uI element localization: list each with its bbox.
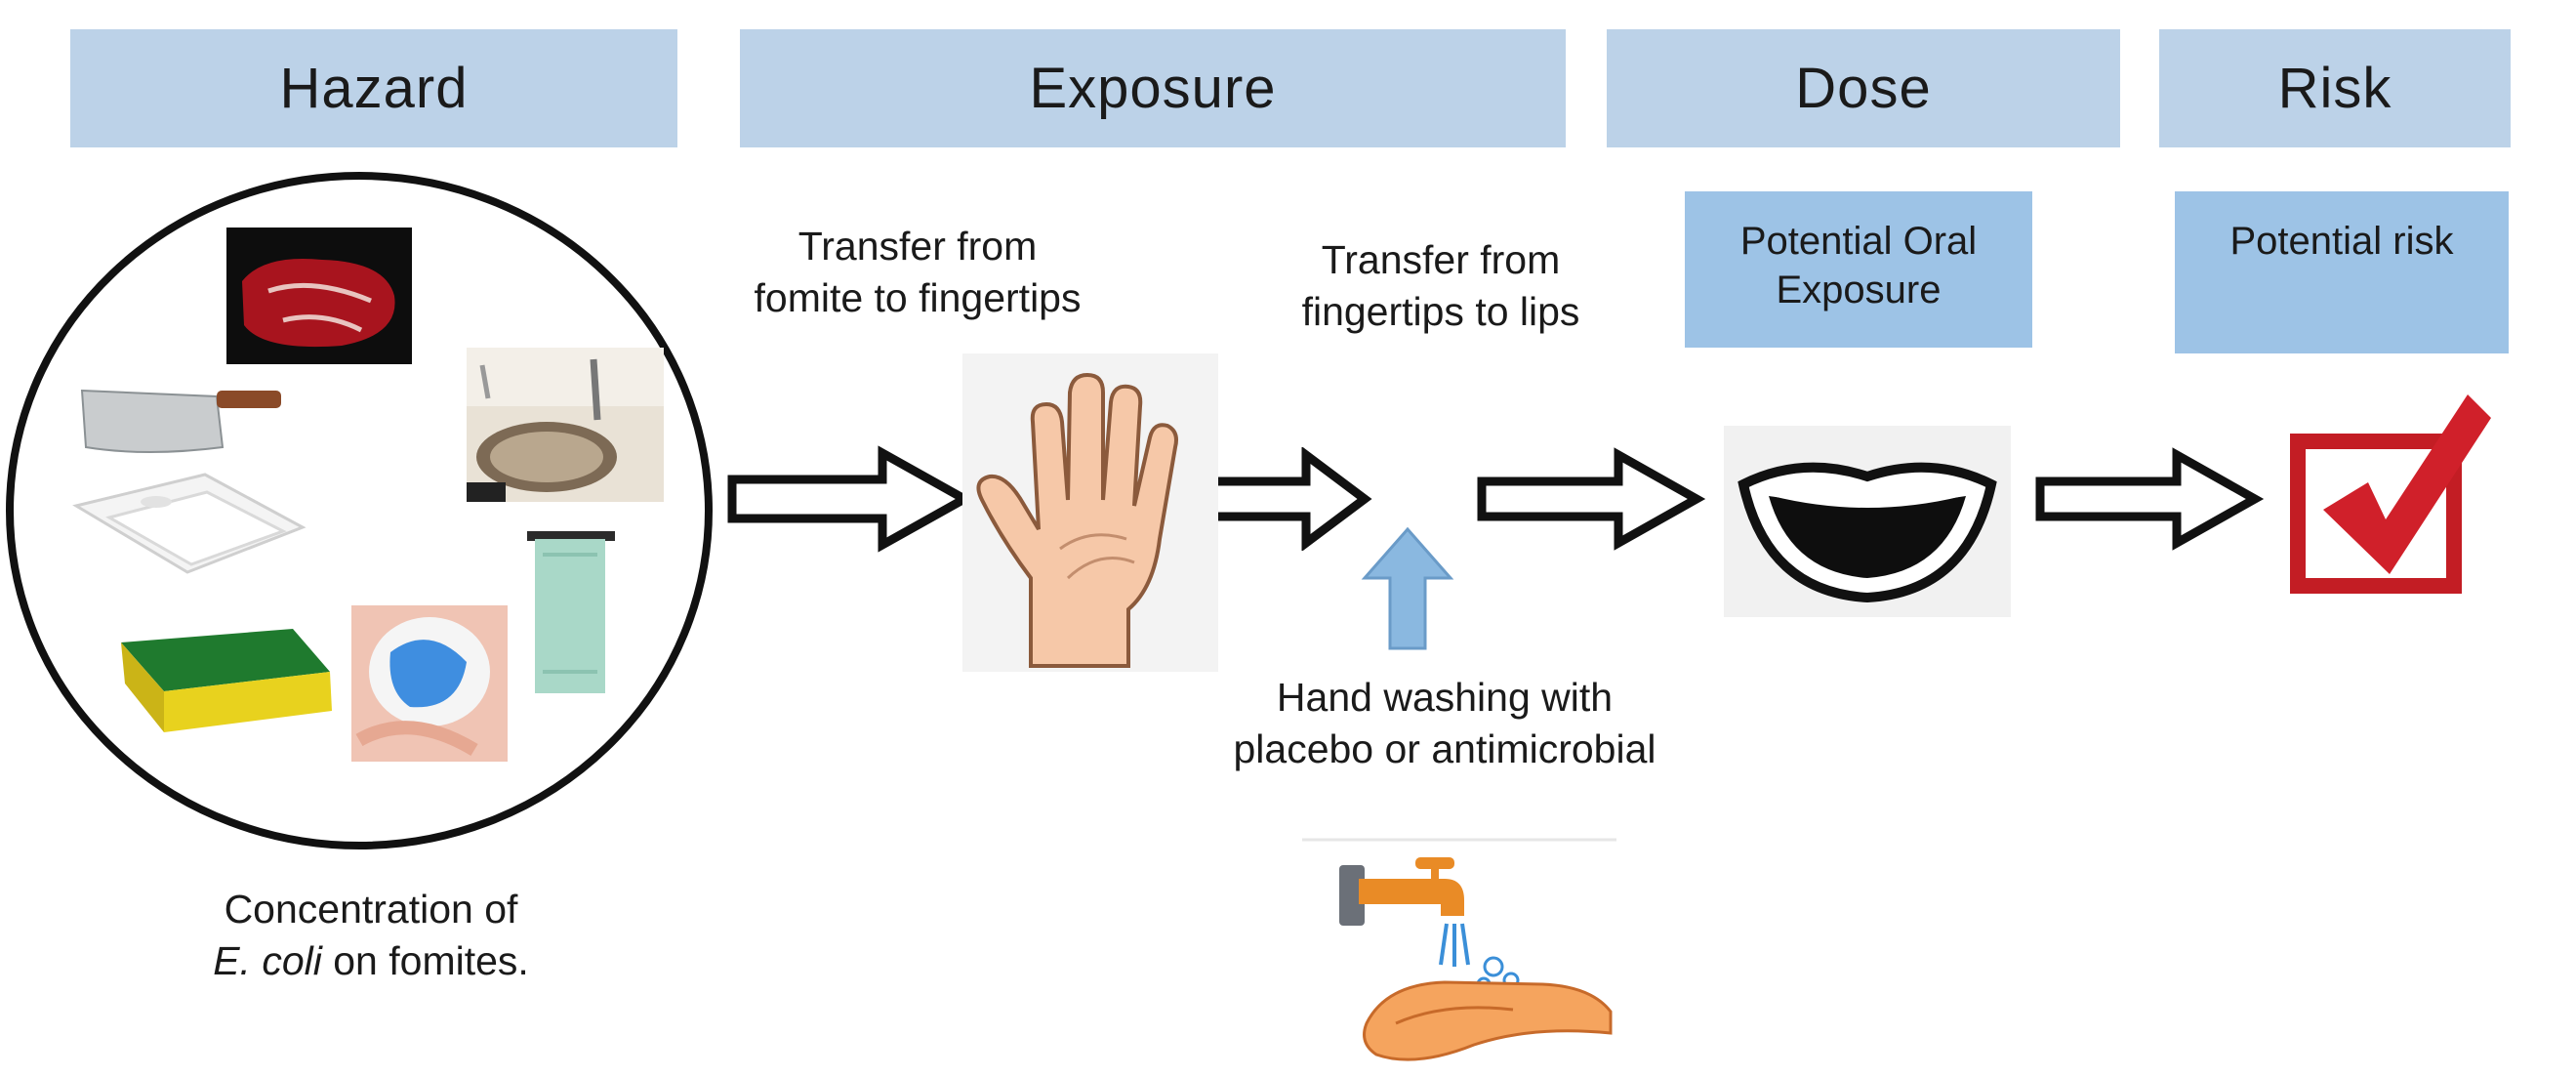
stage-header-dose: Dose [1607, 29, 2120, 147]
meat-icon [226, 228, 412, 364]
mouth-icon [1724, 426, 2011, 617]
flow-arrow-hand-to-intervention [1200, 447, 1372, 551]
up-arrow-icon [1361, 526, 1454, 650]
caption-line: Concentration of [224, 887, 518, 932]
caption-line: placebo or antimicrobial [1233, 726, 1656, 772]
sponge-icon [121, 629, 332, 732]
risk-box-label: Potential risk [2229, 220, 2454, 263]
flow-arrow-mouth-to-risk [2035, 447, 2265, 551]
species-name: E. coli [213, 938, 322, 984]
flow-arrow-hazard-to-hand [727, 445, 974, 553]
caption-hand-washing: Hand washing with placebo or antimicrobi… [1142, 672, 1747, 776]
sink-icon [467, 348, 664, 502]
towel-icon [527, 531, 615, 693]
flow-arrow-intervention-to-mouth [1477, 447, 1706, 551]
dish-cloth-icon [351, 605, 508, 762]
hand-icon [962, 353, 1218, 672]
caption-line: Transfer from [1321, 237, 1561, 282]
caption-hazard-concentration: Concentration of E. coli on fomites. [156, 884, 586, 988]
caption-line: fomite to fingertips [754, 275, 1082, 321]
stage-label: Exposure [1029, 57, 1277, 120]
caption-line: fingertips to lips [1301, 289, 1580, 335]
dose-box-line1: Potential Oral [1739, 220, 1978, 263]
caption-line-rest: on fomites. [321, 938, 529, 984]
stage-header-risk: Risk [2159, 29, 2511, 147]
stage-label: Risk [2277, 57, 2392, 120]
checkbox-check-icon [2290, 394, 2491, 594]
stage-label: Dose [1795, 57, 1932, 120]
fomite-circle [6, 172, 713, 849]
caption-line: Hand washing with [1276, 675, 1614, 720]
faucet-hand-washing-icon [1302, 838, 1616, 1061]
dose-box-potential-oral-exposure: Potential Oral Exposure [1685, 191, 2032, 348]
risk-box-potential-risk: Potential risk [2175, 191, 2509, 353]
caption-transfer-fingertips-to-lips: Transfer from fingertips to lips [1236, 234, 1646, 339]
stage-header-hazard: Hazard [70, 29, 677, 147]
cleaver-icon [80, 389, 281, 453]
caption-line: Transfer from [797, 224, 1038, 269]
dose-box-line2: Exposure [1776, 269, 1942, 311]
stage-label: Hazard [279, 57, 469, 120]
stage-header-exposure: Exposure [740, 29, 1566, 147]
caption-line: E. coli on fomites. [156, 935, 586, 987]
cutting-board-icon [72, 473, 307, 574]
caption-transfer-fomite-to-fingertips: Transfer from fomite to fingertips [703, 221, 1132, 325]
